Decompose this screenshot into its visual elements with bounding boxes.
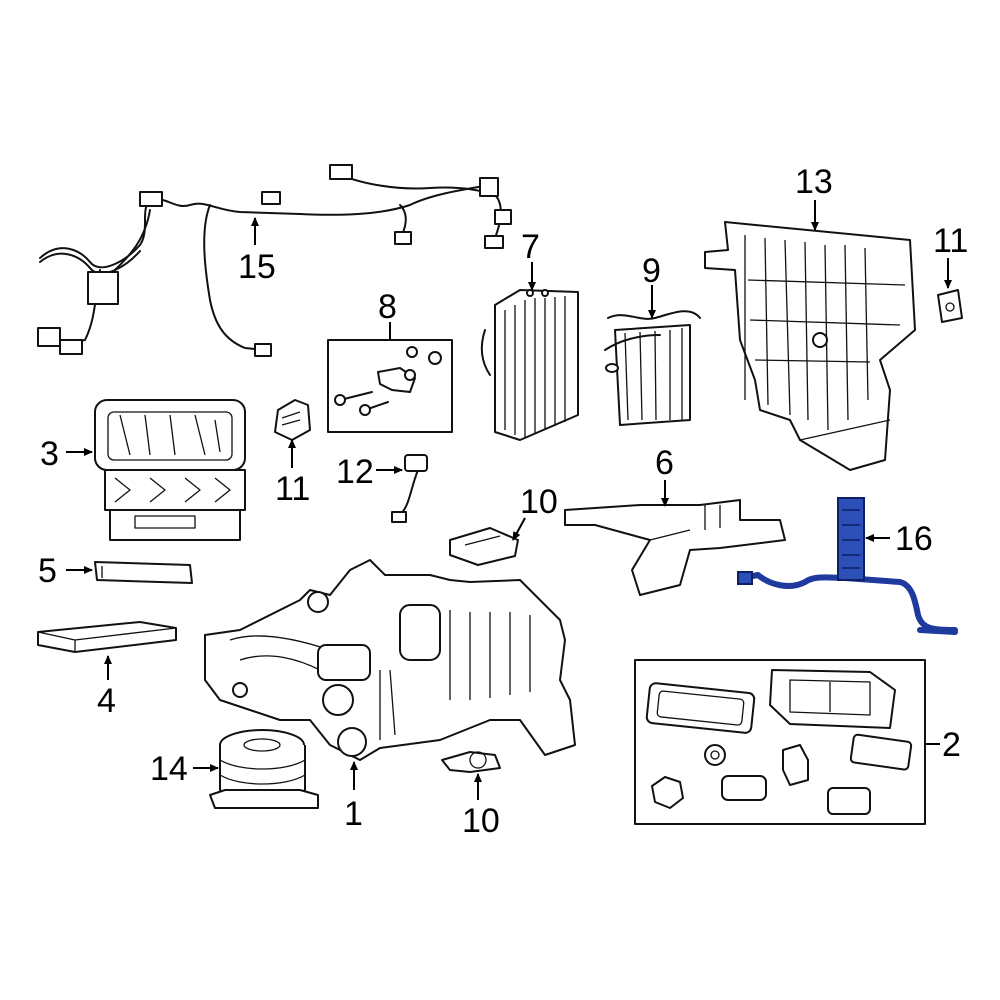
callout-11-left: 11 — [275, 470, 310, 508]
seal-kit-part[interactable] — [634, 659, 926, 825]
callout-6: 6 — [655, 444, 674, 482]
air-duct-part[interactable] — [564, 499, 786, 596]
callout-arrows — [66, 200, 952, 800]
control-module-part[interactable] — [449, 527, 519, 566]
callout-12: 12 — [336, 453, 374, 491]
callout-14: 14 — [150, 750, 188, 788]
callout-1: 1 — [344, 795, 363, 833]
callout-8: 8 — [378, 288, 397, 326]
blend-door-harness-part-highlighted[interactable] — [737, 497, 958, 635]
callout-13: 13 — [795, 163, 833, 201]
callout-16: 16 — [895, 520, 933, 558]
callout-3: 3 — [40, 435, 59, 473]
callout-15: 15 — [238, 248, 276, 286]
blower-housing-part[interactable] — [94, 399, 246, 541]
actuator-module-part[interactable] — [274, 399, 311, 441]
callout-10-top: 10 — [520, 483, 558, 521]
blower-motor-part[interactable] — [209, 729, 319, 809]
sensor-pigtail-part[interactable] — [391, 454, 428, 523]
small-bracket-part[interactable] — [937, 289, 963, 323]
wiring-harness-part[interactable] — [37, 164, 512, 357]
heater-core-part[interactable] — [604, 310, 701, 426]
callout-labels: 15 8 7 9 13 11 3 11 12 10 6 16 5 4 14 1 … — [38, 163, 968, 840]
callout-7: 7 — [521, 228, 540, 266]
callout-11-right: 11 — [933, 222, 968, 260]
evaporator-core-part[interactable] — [480, 289, 579, 441]
hvac-upper-housing-part[interactable] — [704, 221, 916, 471]
door-actuator-part[interactable] — [441, 751, 501, 773]
filter-door-part[interactable] — [94, 561, 193, 584]
hvac-case-part[interactable] — [204, 559, 576, 761]
callout-9: 9 — [642, 252, 661, 290]
hardware-kit-part[interactable] — [327, 339, 453, 433]
callout-10-bottom: 10 — [462, 802, 500, 840]
callout-2: 2 — [942, 726, 961, 764]
cabin-air-filter-part[interactable] — [37, 621, 177, 653]
callout-5: 5 — [38, 552, 57, 590]
callout-4: 4 — [97, 682, 116, 720]
